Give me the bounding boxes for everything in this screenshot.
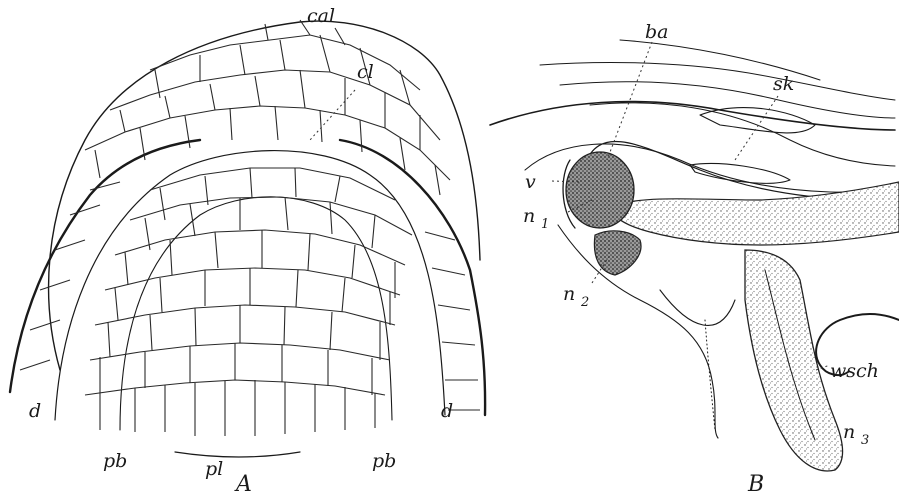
nerve-trunk [615,182,899,245]
label-d-left: d [29,400,41,422]
label-d-right: d [441,400,453,422]
label-pb-right: pb [372,450,396,472]
meristem-cells [85,168,412,436]
cl-leader [310,90,355,140]
sensory-bulb [566,152,634,228]
plerome-bracket [175,452,300,457]
descending-stalk [745,250,843,471]
label-ba: ba [645,21,669,43]
panel-a-caption: A [234,472,252,495]
label-n1: n [523,205,535,227]
label-n3-sub: 3 [861,433,869,448]
label-n3: n [843,421,855,443]
cap-cells [85,20,450,195]
panel-a-root-apex: cal cl d d pb pb pl A [10,5,485,495]
panel-b-caption: B [747,472,764,495]
sk-structure [700,108,815,133]
tissue-contours [490,40,895,200]
label-wsch: wsch [830,360,879,382]
label-cal: cal [307,5,335,27]
label-pl: pl [205,458,223,480]
n2-cluster [594,231,641,275]
label-cl: cl [357,61,374,83]
panel-b-section: ba sk v n 1 n 2 wsch n 3 B [490,21,899,495]
left-hair-edge [705,320,715,430]
root-cap-outline [49,21,480,370]
recess-lower [660,290,735,325]
label-n1-sub: 1 [541,217,549,232]
label-n2: n [563,283,575,305]
dermatogen-outline-right [340,140,485,415]
label-n2-sub: 2 [580,295,589,310]
label-pb-left: pb [103,450,127,472]
label-sk: sk [773,73,794,95]
label-v: v [525,171,536,193]
